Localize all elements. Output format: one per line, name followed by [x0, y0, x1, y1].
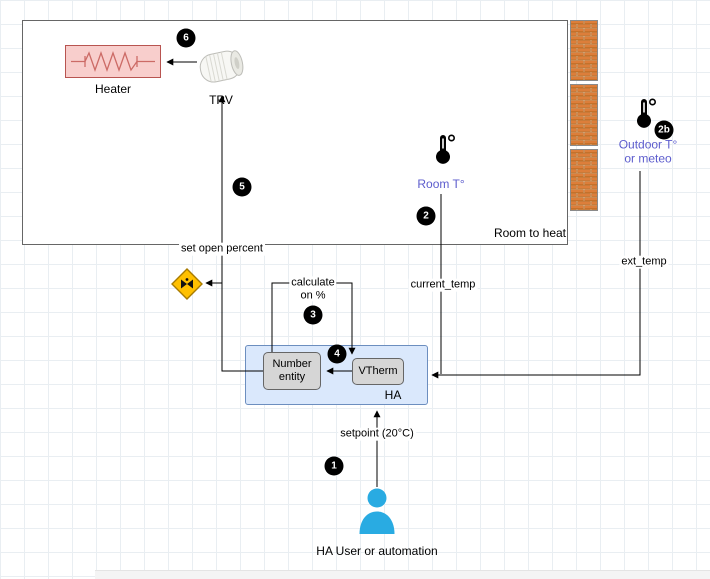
calculate-on-percent-label: calculate on %	[289, 276, 337, 302]
number-entity-label: Number entity	[272, 357, 312, 383]
horizontal-scrollbar[interactable]	[95, 570, 710, 579]
heater-label: Heater	[94, 81, 132, 96]
current-temp-label: current_temp	[408, 278, 478, 292]
setpoint-label: setpoint (20°C)	[338, 427, 416, 441]
set-open-percent-label: set open percent	[179, 242, 265, 256]
ha-label: HA	[384, 387, 402, 402]
ext-temp-label: ext_temp	[619, 255, 669, 269]
room-thermometer-icon	[436, 134, 455, 164]
heater-icon	[65, 45, 161, 78]
outdoor-thermometer-icon	[637, 98, 656, 128]
step-badge-1: 1	[324, 456, 344, 476]
step-badge-3: 3	[303, 305, 323, 325]
step-badge-5: 5	[232, 177, 252, 197]
brick-wall-segment	[570, 149, 598, 211]
trv-valve-head-icon	[199, 50, 244, 83]
trv-label: TRV	[209, 92, 233, 107]
vtherm-node: VTherm	[352, 358, 404, 385]
step-badge-2b: 2b	[654, 120, 674, 140]
person-icon	[359, 488, 395, 534]
outdoor-temp-label: Outdoor T° or meteo	[618, 137, 678, 166]
step-badge-4: 4	[327, 344, 347, 364]
number-entity-node: Number entity	[263, 352, 321, 390]
step-badge-6: 6	[176, 28, 196, 48]
step-badge-2: 2	[416, 206, 436, 226]
vtherm-label: VTherm	[358, 364, 398, 377]
brick-wall-segment	[570, 84, 598, 146]
user-label: HA User or automation	[316, 543, 438, 558]
brick-wall	[570, 20, 598, 211]
room-temp-label: Room T°	[417, 176, 465, 191]
brick-wall-segment	[570, 20, 598, 81]
valve-icon	[171, 268, 203, 300]
room-label: Room to heat	[493, 225, 566, 240]
